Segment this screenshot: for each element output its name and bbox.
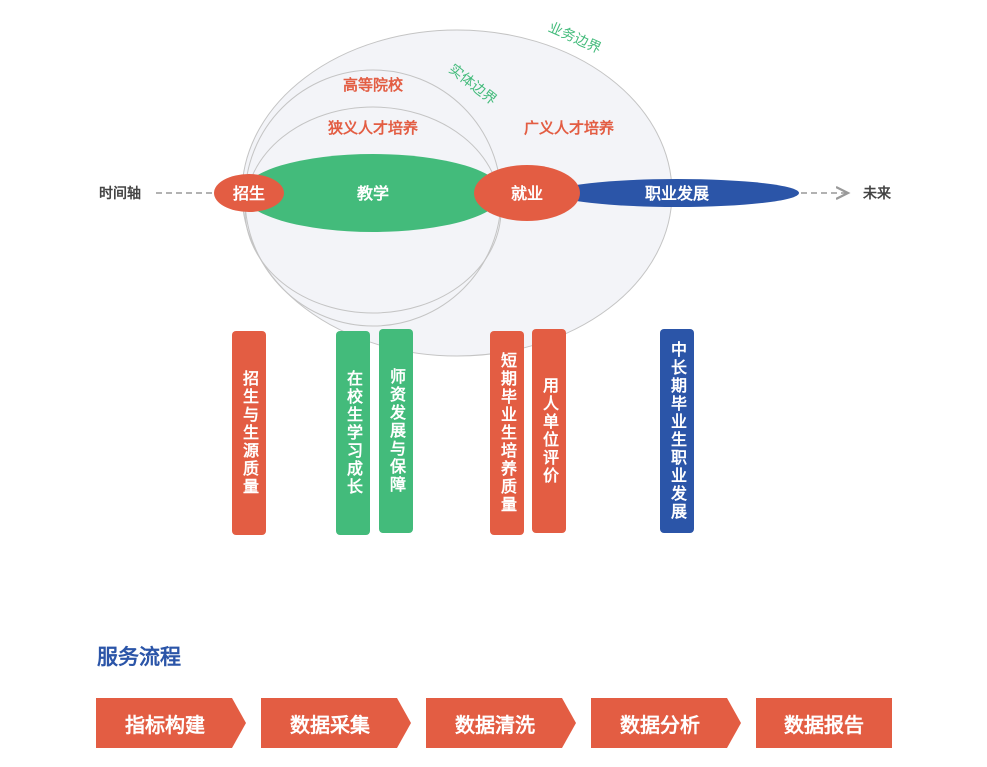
talent-lifecycle-diagram: 业务边界 实体边界 高等院校 狭义人才培养 广义人才培养 时间轴 未来 招生 教…: [99, 20, 892, 357]
bar-student-growth: 在校生学习成长: [336, 331, 370, 535]
timeline-end-label: 未来: [863, 185, 892, 202]
employment-ellipse: [474, 165, 580, 221]
step-data-analysis-label: 数据分析: [620, 712, 700, 737]
teaching-stage-label: 教学: [357, 184, 389, 203]
bar-long-term-career-development-label: 中长期毕业生职业发展: [668, 341, 687, 521]
career-development-stage-label: 职业发展: [645, 184, 710, 203]
employment-stage-label: 就业: [511, 184, 543, 203]
bar-employer-evaluation: 用人单位评价: [532, 329, 566, 533]
step-data-cleaning: 数据清洗: [426, 698, 576, 748]
step-data-cleaning-label: 数据清洗: [455, 712, 535, 737]
bar-short-term-graduate-quality-label: 短期毕业生培养质量: [498, 352, 517, 514]
bar-student-growth-label: 在校生学习成长: [344, 370, 363, 496]
step-indicator-construction: 指标构建: [96, 698, 246, 748]
bar-long-term-career-development: 中长期毕业生职业发展: [660, 329, 694, 533]
step-data-collection: 数据采集: [261, 698, 411, 748]
step-data-collection-label: 数据采集: [290, 712, 370, 737]
university-label: 高等院校: [343, 76, 404, 94]
step-indicator-construction-label: 指标构建: [125, 712, 205, 737]
bar-faculty-development-label: 师资发展与保障: [387, 368, 406, 494]
narrow-training-label: 狭义人才培养: [327, 119, 419, 137]
enrollment-ellipse: [214, 174, 284, 212]
teaching-ellipse: [243, 154, 503, 232]
bar-enrollment-quality-label: 招生与生源质量: [240, 370, 259, 496]
step-data-report-label: 数据报告: [784, 712, 864, 737]
step-data-report: 数据报告: [756, 698, 892, 748]
timeline-start-label: 时间轴: [99, 185, 141, 202]
service-process-title: 服务流程: [97, 645, 181, 669]
bar-faculty-development: 师资发展与保障: [379, 329, 413, 533]
bar-short-term-graduate-quality: 短期毕业生培养质量: [490, 331, 524, 535]
broad-training-label: 广义人才培养: [524, 119, 615, 137]
career-development-ellipse: [555, 179, 799, 207]
bar-enrollment-quality: 招生与生源质量: [232, 331, 266, 535]
bar-employer-evaluation-label: 用人单位评价: [540, 377, 559, 485]
step-data-analysis: 数据分析: [591, 698, 741, 748]
enrollment-stage-label: 招生: [233, 184, 265, 203]
